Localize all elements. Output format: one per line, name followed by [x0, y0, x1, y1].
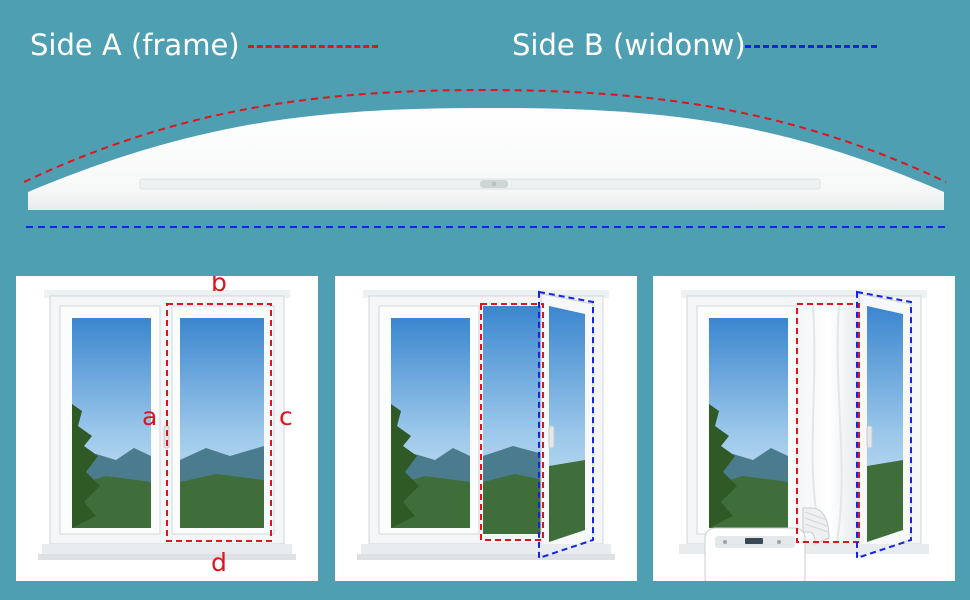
frame-dashed-outline	[166, 303, 272, 542]
panel-closed-window: b a c d	[16, 276, 318, 581]
window-handle-icon	[866, 425, 873, 449]
frame-dashed-outline	[480, 303, 544, 541]
legend-side-b-line	[745, 45, 877, 48]
sash-dashed-outline	[538, 290, 594, 560]
panel-window-with-seal	[653, 276, 955, 581]
seal-fabric-icon	[799, 306, 859, 542]
air-conditioner-icon	[704, 527, 806, 581]
frame-dashed-outline	[796, 303, 860, 543]
window-handle-icon	[548, 425, 555, 449]
legend-side-a-line	[248, 45, 378, 48]
legend-side-a-label: Side A (frame)	[30, 28, 240, 62]
legend-side-b-label: Side B (widonw)	[512, 28, 746, 62]
sash-dashed-outline	[856, 290, 912, 560]
dimension-label-a: a	[142, 402, 158, 431]
panel-open-window	[335, 276, 637, 581]
seal-body	[28, 108, 944, 210]
dimension-label-d: d	[211, 548, 227, 577]
curved-window-seal	[23, 88, 947, 228]
side-a-dashed-curve	[23, 88, 947, 183]
dimension-label-c: c	[279, 402, 293, 431]
dimension-label-b: b	[211, 276, 227, 297]
